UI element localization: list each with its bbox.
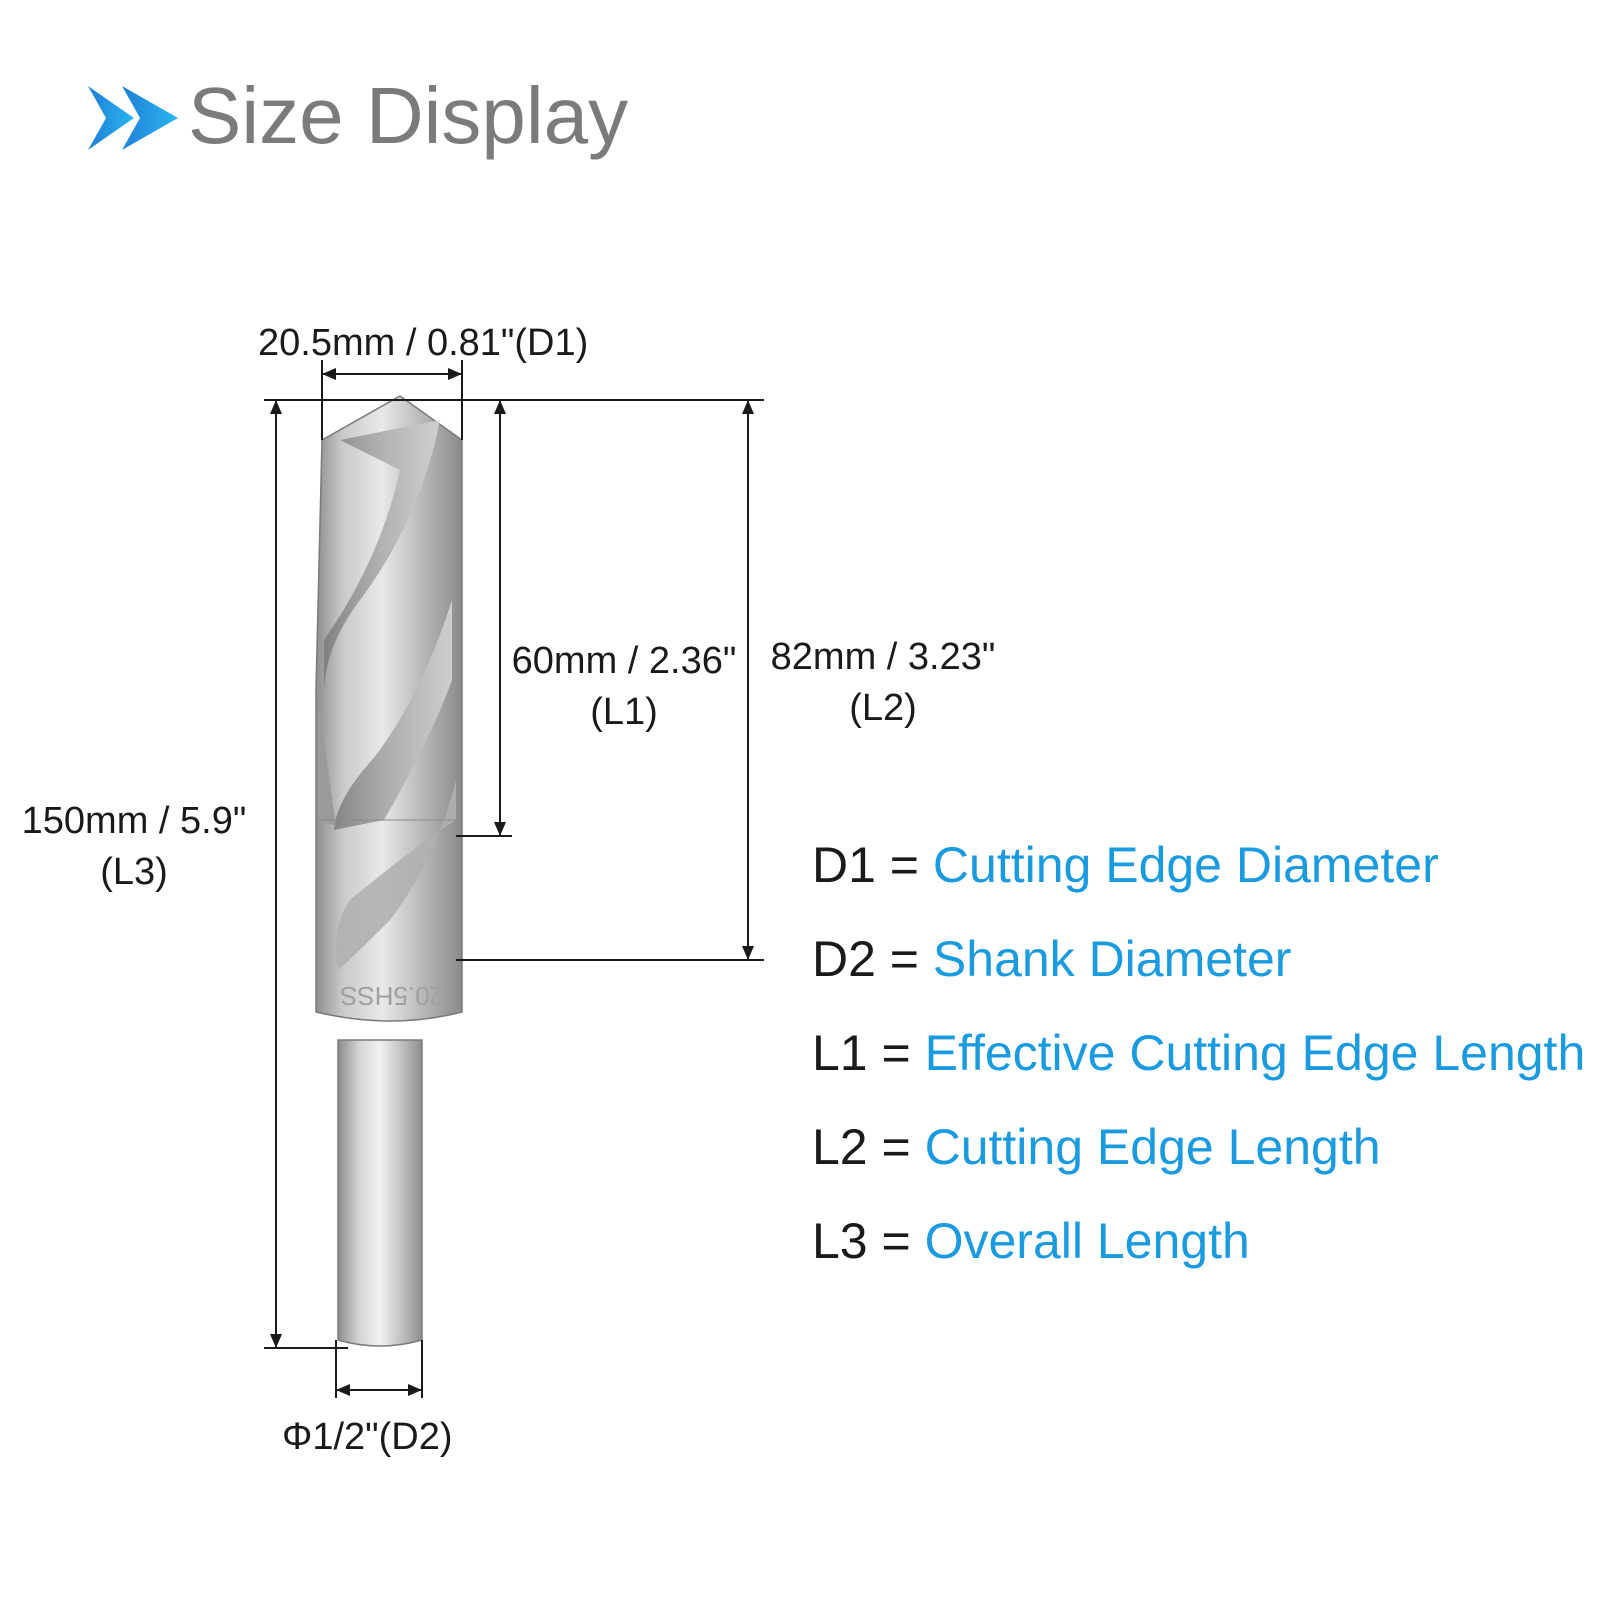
- legend-key: L1 =: [812, 1025, 925, 1081]
- legend-item: D1 = Cutting Edge Diameter: [812, 840, 1585, 934]
- bit-engraving: 20.5HSS: [340, 981, 444, 1011]
- l2-tag: (L2): [849, 687, 917, 730]
- dimension-arrowheads: [270, 368, 754, 1396]
- legend: D1 = Cutting Edge Diameter D2 = Shank Di…: [812, 840, 1585, 1310]
- legend-key: D1 =: [812, 837, 933, 893]
- l2-label: 82mm / 3.23" (L2): [758, 632, 1008, 735]
- legend-value: Shank Diameter: [932, 931, 1292, 987]
- legend-value: Cutting Edge Diameter: [932, 837, 1439, 893]
- legend-value: Effective Cutting Edge Length: [924, 1025, 1586, 1081]
- drill-body: [315, 395, 463, 1022]
- legend-item: L1 = Effective Cutting Edge Length: [812, 1028, 1585, 1122]
- l1-label: 60mm / 2.36" (L1): [504, 636, 744, 739]
- page-title: Size Display: [188, 71, 629, 160]
- l3-value: 150mm / 5.9": [21, 800, 247, 842]
- legend-key: L2 =: [812, 1119, 925, 1175]
- legend-item: L3 = Overall Length: [812, 1216, 1585, 1310]
- l2-value: 82mm / 3.23": [770, 636, 996, 678]
- d2-label: Φ1/2"(D2): [282, 1416, 453, 1458]
- legend-item: L2 = Cutting Edge Length: [812, 1122, 1585, 1216]
- legend-value: Cutting Edge Length: [924, 1119, 1381, 1175]
- legend-key: D2 =: [812, 931, 933, 987]
- l1-value: 60mm / 2.36": [511, 640, 737, 682]
- d1-label: 20.5mm / 0.81"(D1): [258, 322, 589, 364]
- legend-value: Overall Length: [924, 1213, 1250, 1269]
- l3-label: 150mm / 5.9" (L3): [10, 796, 258, 899]
- legend-item: D2 = Shank Diameter: [812, 934, 1585, 1028]
- l1-tag: (L1): [590, 691, 658, 734]
- l3-tag: (L3): [100, 851, 168, 894]
- double-chevron-right-icon: [88, 86, 178, 150]
- legend-key: L3 =: [812, 1213, 925, 1269]
- drill-shank: [337, 1039, 423, 1347]
- dimension-lines: [264, 360, 764, 1398]
